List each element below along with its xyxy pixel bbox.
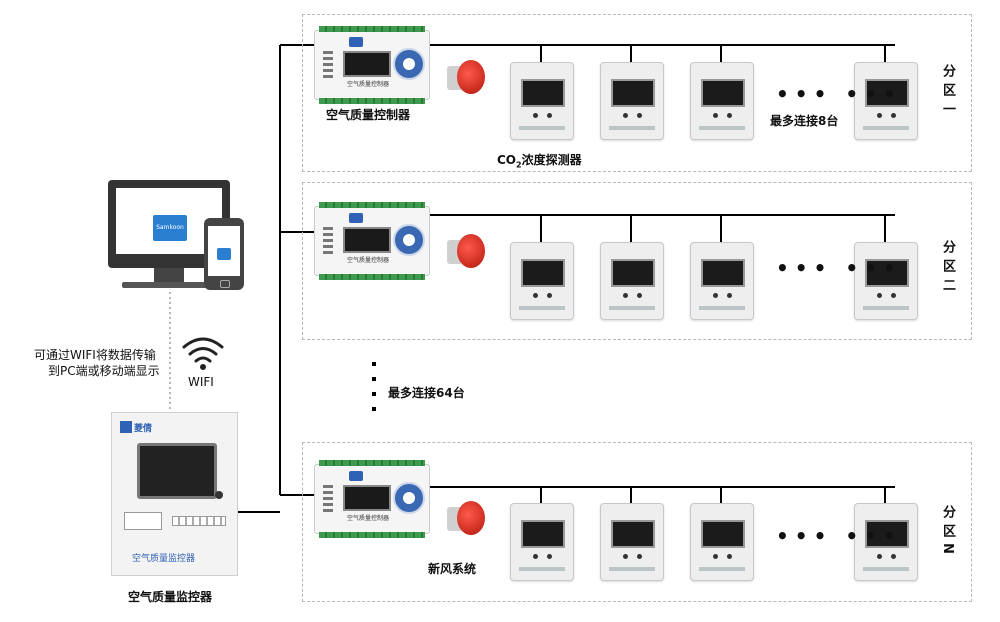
switch-row bbox=[172, 516, 226, 526]
cabinet-brand: 菱倩 bbox=[134, 424, 153, 434]
zone-2-box bbox=[302, 182, 972, 340]
printer-slot bbox=[124, 512, 162, 530]
co2-detector bbox=[854, 503, 918, 581]
brand-logo-icon bbox=[349, 37, 363, 47]
ellipsis: ••• ••• bbox=[776, 82, 902, 106]
controller-display bbox=[343, 227, 391, 253]
co2-detector bbox=[510, 62, 574, 140]
zone-1-label: 分区一 bbox=[940, 64, 955, 121]
co2-detector bbox=[690, 242, 754, 320]
alarm-light-icon bbox=[447, 232, 485, 270]
controller-zone-2: 空气质量控制器 bbox=[314, 202, 430, 280]
co2-detector bbox=[690, 503, 754, 581]
lock-icon bbox=[215, 491, 223, 499]
ellipsis: ••• ••• bbox=[776, 524, 902, 548]
air-quality-monitor-cabinet: 菱倩 空气质量监控器 bbox=[111, 412, 238, 576]
zone-1-box bbox=[302, 14, 972, 172]
monitor-caption: 空气质量监控器 bbox=[128, 590, 213, 604]
controller-keypad-icon bbox=[393, 224, 425, 256]
ellipsis: ••• ••• bbox=[776, 256, 902, 280]
controller-panel-name: 空气质量控制器 bbox=[347, 515, 390, 522]
controller-zone-1: 空气质量控制器 bbox=[314, 26, 430, 104]
co2-detector bbox=[854, 242, 918, 320]
mobile-phone-icon bbox=[204, 218, 244, 290]
controller-caption: 空气质量控制器 bbox=[326, 108, 411, 122]
co2-detector-caption: CO2浓度探测器 bbox=[497, 153, 582, 170]
co2-detector bbox=[510, 503, 574, 581]
app-logo: Samkoon bbox=[153, 215, 187, 241]
fresh-air-caption: 新风系统 bbox=[428, 562, 477, 576]
wifi-description-line-2: 到PC端或移动端显示 bbox=[48, 364, 160, 378]
controller-keypad-icon bbox=[393, 48, 425, 80]
controller-panel-name: 空气质量控制器 bbox=[347, 81, 390, 88]
zone-n-box bbox=[302, 442, 972, 602]
alarm-light-icon bbox=[447, 58, 485, 96]
co2-detector bbox=[600, 62, 664, 140]
wifi-description-line-1: 可通过WIFI将数据传输 bbox=[34, 348, 156, 362]
co2-detector bbox=[600, 242, 664, 320]
controller-zone-n: 空气质量控制器 bbox=[314, 460, 430, 538]
brand-logo-icon bbox=[349, 213, 363, 223]
brand-logo-icon bbox=[349, 471, 363, 481]
co2-detector bbox=[600, 503, 664, 581]
co2-detector bbox=[690, 62, 754, 140]
co2-detector bbox=[854, 62, 918, 140]
controller-display bbox=[343, 51, 391, 77]
co2-detector bbox=[510, 242, 574, 320]
wifi-label: WIFI bbox=[188, 375, 214, 389]
touch-screen bbox=[137, 443, 217, 499]
zone-n-label: 分区N bbox=[940, 505, 955, 560]
controller-panel-name: 空气质量控制器 bbox=[347, 257, 390, 264]
zone-2-label: 分区二 bbox=[940, 240, 955, 297]
wifi-icon bbox=[182, 337, 224, 370]
max-64-note: 最多连接64台 bbox=[388, 386, 465, 400]
cabinet-name: 空气质量监控器 bbox=[132, 554, 196, 564]
controller-keypad-icon bbox=[393, 482, 425, 514]
alarm-light-icon bbox=[447, 499, 485, 537]
brand-logo-icon bbox=[120, 421, 132, 433]
zone-1-max-note: 最多连接8台 bbox=[770, 114, 839, 128]
controller-display bbox=[343, 485, 391, 511]
